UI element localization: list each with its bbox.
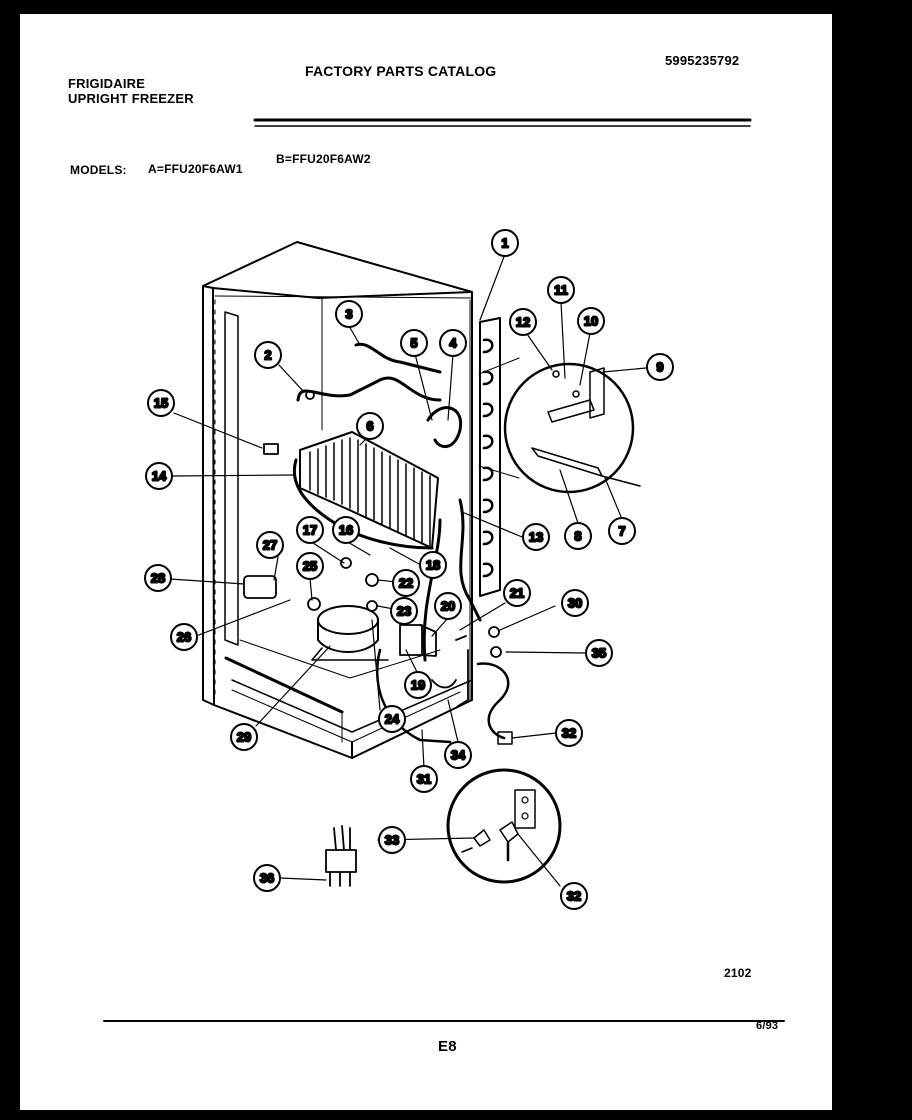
callout-label: 32 [567,889,581,904]
callout-label: 15 [154,396,168,411]
compressor [311,605,389,661]
callout-2: 2 [254,341,282,369]
callout-label: 30 [568,596,582,611]
callout-11: 11 [547,276,575,304]
callout-31: 31 [410,765,438,793]
callout-label: 6 [366,419,373,434]
callout-14: 14 [145,462,173,490]
callout-label: 3 [345,307,352,322]
callout-label: 36 [260,871,274,886]
callout-label: 31 [417,772,431,787]
callout-label: 32 [562,726,576,741]
callout-12: 12 [509,308,537,336]
callout-20: 20 [434,592,462,620]
product-name: UPRIGHT FREEZER [68,91,194,106]
callout-25: 25 [296,552,324,580]
callout-label: 7 [618,524,625,539]
callout-label: 1 [501,236,508,251]
callout-24: 24 [378,705,406,733]
revision-date: 6/93 [756,1020,779,1032]
callout-label: 9 [656,360,663,375]
callout-7: 7 [608,517,636,545]
callout-label: 2 [264,348,271,363]
callout-label: 4 [449,336,457,351]
callout-19: 19 [404,671,432,699]
model-a: A=FFU20F6AW1 [148,162,243,176]
wire-harness-connector [325,825,357,887]
page-number: E8 [438,1038,457,1055]
callout-5: 5 [400,329,428,357]
freezer-cabinet [202,241,473,759]
callout-label: 19 [411,678,425,693]
leader-lines [169,253,647,887]
callout-36: 36 [253,864,281,892]
callout-32-bottom: 32 [560,882,588,910]
callout-label: 35 [592,646,606,661]
callout-6: 6 [356,412,384,440]
callout-label: 28 [151,571,165,586]
callout-label: 10 [584,314,598,329]
catalog-title: FACTORY PARTS CATALOG [305,63,497,79]
callout-label: 27 [263,538,277,553]
callout-17: 17 [296,516,324,544]
callout-label: 14 [152,469,167,484]
callout-1: 1 [491,229,519,257]
callouts: 1 2 3 4 5 6 7 8 9 10 11 12 13 14 15 16 1… [144,229,674,910]
callout-label: 8 [574,529,581,544]
callout-3: 3 [335,300,363,328]
callout-label: 25 [303,559,317,574]
callout-label: 13 [529,530,543,545]
power-cord [376,648,513,745]
models-label: MODELS: [70,163,127,177]
callout-15: 15 [147,389,175,417]
callout-label: 17 [303,523,317,538]
callout-label: 22 [399,576,413,591]
condenser-coil [479,317,501,597]
refrigerant-tubing [296,342,482,662]
diagram-number: 2102 [724,966,752,980]
callout-label: 12 [516,315,530,330]
callout-label: 24 [385,712,400,727]
callout-35: 35 [585,639,613,667]
catalog-number: 5995235792 [665,53,740,68]
evaporator-fins [292,431,439,550]
callout-16: 16 [332,516,360,544]
callout-33: 33 [378,826,406,854]
callout-label: 33 [385,833,399,848]
callout-label: 26 [177,630,191,645]
callout-22: 22 [392,569,420,597]
callout-label: 23 [397,604,411,619]
callout-9: 9 [646,353,674,381]
callout-13: 13 [522,523,550,551]
brand-name: FRIGIDAIRE [68,76,146,91]
callout-23: 23 [390,597,418,625]
callout-28: 28 [144,564,172,592]
callout-label: 20 [441,599,455,614]
callout-18: 18 [419,551,447,579]
callout-label: 18 [426,558,440,573]
callout-34: 34 [444,741,472,769]
header-rules [253,118,752,127]
callout-21: 21 [503,579,531,607]
callout-8: 8 [564,522,592,550]
callout-10: 10 [577,307,605,335]
model-b: B=FFU20F6AW2 [276,152,371,166]
callout-29: 29 [230,723,258,751]
callout-26: 26 [170,623,198,651]
callout-32-top: 32 [555,719,583,747]
electrical-parts [243,390,502,707]
callout-label: 11 [554,283,568,298]
callout-label: 21 [510,586,524,601]
callout-27: 27 [256,531,284,559]
bracket-detail-inset [478,357,641,494]
callout-30: 30 [561,589,589,617]
callout-label: 16 [339,523,353,538]
callout-label: 29 [237,730,251,745]
callout-4: 4 [439,329,467,357]
callout-label: 5 [410,336,417,351]
callout-label: 34 [451,748,466,763]
